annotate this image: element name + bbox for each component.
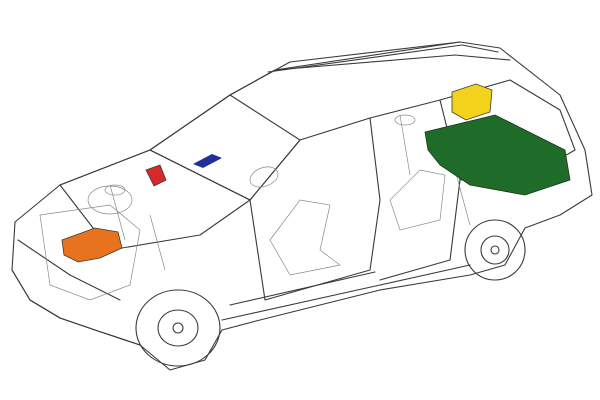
dashboard-component-highlight — [193, 154, 222, 168]
engine-block — [39, 204, 141, 301]
rear-floor-pack-highlight — [424, 114, 571, 196]
spare-wheel — [87, 185, 133, 215]
front-wheel — [135, 289, 221, 367]
rear-suspension — [394, 114, 471, 226]
seat-rear — [389, 169, 446, 231]
engine-component-highlight — [61, 227, 123, 263]
windshield — [149, 94, 301, 201]
roof-line — [229, 41, 511, 96]
car-body-outline — [11, 41, 593, 371]
roof-rail — [267, 44, 499, 73]
front-light-component-highlight — [145, 164, 167, 187]
front-door — [249, 117, 381, 301]
rear-box-highlight — [451, 83, 493, 121]
front-bumper — [11, 239, 141, 346]
steering-wheel — [249, 166, 279, 188]
side-sill — [221, 264, 471, 321]
rear-wheel — [464, 219, 526, 281]
seat-front — [269, 199, 341, 276]
